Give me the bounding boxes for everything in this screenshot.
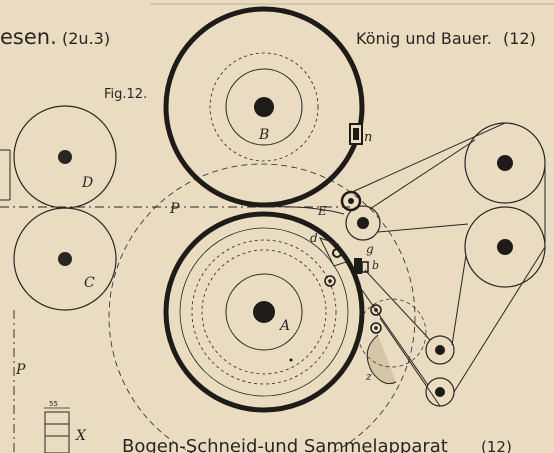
tape-pulley-upper [425,335,455,365]
cylinder-a-ring-mid [201,249,327,375]
tape-belt-5 [451,254,467,346]
roller-c [13,207,117,311]
cylinder-b-axle [254,97,274,117]
guide-sweep-circle [357,298,427,368]
label-b-cylinder: B [258,127,269,143]
pivot-small-1 [324,275,336,287]
right-note: (12) [503,29,536,48]
right-title: König und Bauer. [356,29,492,48]
label-z: z [365,370,372,383]
roller-d-axle [58,150,72,164]
tape-belt-3 [377,223,469,233]
cylinder-a-ring-outer [179,227,349,397]
tape-pulley-upper-axle [435,345,445,355]
label-p-drop: P [15,362,26,378]
guide-roller-e [345,205,381,241]
label-d: D [81,175,93,191]
label-g: g [366,242,374,256]
cylinder-b-hub [225,68,303,146]
label-a-cylinder: A [278,318,290,334]
detail-x-part [44,411,70,453]
label-e: E [317,204,327,218]
tape-belt-9 [379,317,441,407]
label-x: X [75,428,87,444]
left-note: (2u.3) [62,29,110,48]
tape-pulley-lower-axle [435,387,445,397]
tape-belt-2 [369,139,476,210]
gripper-d [319,237,347,267]
cylinder-a-axle [253,301,275,323]
pivot-small-1-dot [328,279,332,283]
curved-guide-z [366,334,397,385]
tape-roller-lower-axle [497,239,513,255]
label-p-web: P [169,201,180,217]
figure-caption-note: (12) [481,438,512,453]
label-n: n [364,130,372,145]
gripper-d-pivot [332,248,342,258]
pivot-small-3-dot [374,326,378,330]
pivot-small-3 [370,322,382,334]
label-d-gripper: d [310,231,318,245]
web-to-e [261,206,345,215]
folding-blade-g [354,258,362,274]
tape-belt-1 [349,122,506,194]
collecting-cylinder-a [163,211,365,413]
cylinder-sweep-circle [108,163,416,453]
guide-roller-e-axle [357,217,369,229]
cylinder-a-mark [289,358,293,362]
pivot-small-2 [370,304,382,316]
figure-label: Fig.12. [104,87,147,102]
left-title: esen. [0,25,57,49]
folding-blade-b [361,261,369,273]
small-roller-top-axle [348,198,354,204]
cylinder-a-pitch-circle [191,239,337,385]
cutting-cylinder-b [163,6,365,208]
label-c: C [84,275,95,291]
cylinder-b-pitch-circle [209,52,319,162]
cylinder-a-hub [225,273,303,351]
knife-n-blade [353,128,359,140]
figure-caption: Bogen-Schneid-und Sammelapparat [122,436,448,453]
dimension-label-x: 55 [49,400,58,408]
tape-belt-7 [364,269,431,341]
pivot-small-2-dot [374,308,378,312]
tape-belt-6 [453,246,546,393]
label-b-mechanism: b [372,259,379,272]
tape-roller-upper-axle [497,155,513,171]
roller-c-axle [58,252,72,266]
